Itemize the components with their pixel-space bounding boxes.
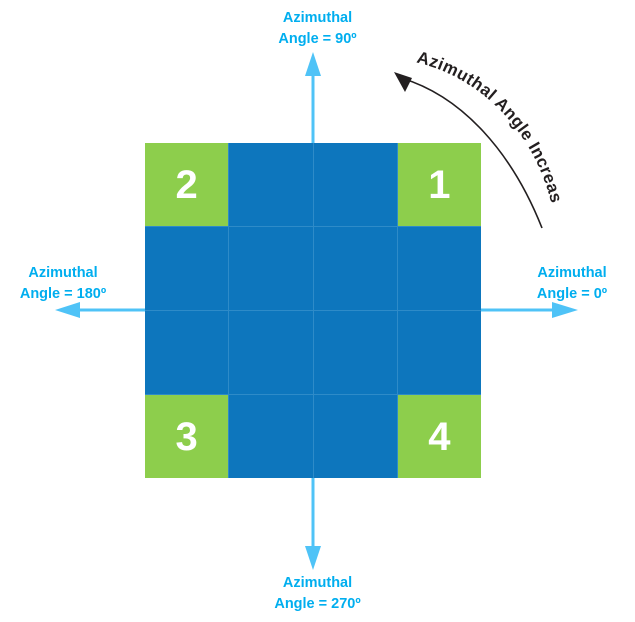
grid-cell-r3c1[interactable] [145,311,229,394]
grid-cell-r1c1[interactable]: 2 [145,143,229,226]
axis-arrow-left [55,302,145,318]
quadrant-number-1: 1 [428,162,451,207]
grid-cell-r2c1[interactable] [145,227,229,310]
axis-label-90-line2: Angle = 90º [278,31,357,48]
axis-label-180-line2: Angle = 180º [19,286,107,303]
grid-cell-r2c4[interactable] [397,227,481,310]
axis-arrow-right [481,302,578,318]
grid-cell-r4c3[interactable] [313,395,397,478]
axis-label-90-line1: Azimuthal [282,10,353,26]
grid-cell-r3c2[interactable] [229,311,313,394]
grid-cell-r2c3[interactable] [313,227,397,310]
grid-cell-r3c3[interactable] [313,311,397,394]
quadrant-number-2: 2 [175,162,198,207]
axis-label-270: Azimuthal Angle = 270º [0,573,635,615]
grid-cell-r4c1[interactable]: 3 [145,395,229,478]
axis-label-0-line1: Azimuthal [537,265,607,281]
axis-label-270-line1: Azimuthal [282,575,353,591]
grid-cell-r1c3[interactable] [313,143,397,226]
grid-cell-r1c4[interactable]: 1 [397,143,481,226]
axis-arrow-down [305,478,321,570]
axis-label-180: Azimuthal Angle = 180º [4,263,122,305]
grid-cell-r4c2[interactable] [229,395,313,478]
axis-label-180-line1: Azimuthal [28,265,98,281]
grid-cell-r1c2[interactable] [229,143,313,226]
axis-label-0: Azimuthal Angle = 0º [513,263,631,305]
quadrant-number-3: 3 [175,414,198,459]
grid-cell-r3c4[interactable] [397,311,481,394]
quadrant-number-4: 4 [428,414,451,459]
rotation-annotation-text: Azimuthal Angle Increase [0,0,566,205]
grid-cell-r2c2[interactable] [229,227,313,310]
grid-cell-r4c4[interactable]: 4 [397,395,481,478]
axis-label-270-line2: Angle = 270º [274,596,361,613]
axis-label-0-line2: Angle = 0º [536,286,608,303]
axis-label-90: Azimuthal Angle = 90º [0,8,635,50]
axis-arrow-up [305,52,321,143]
rotation-arc [394,72,543,229]
quadrant-grid: 2 1 3 4 [145,143,481,478]
